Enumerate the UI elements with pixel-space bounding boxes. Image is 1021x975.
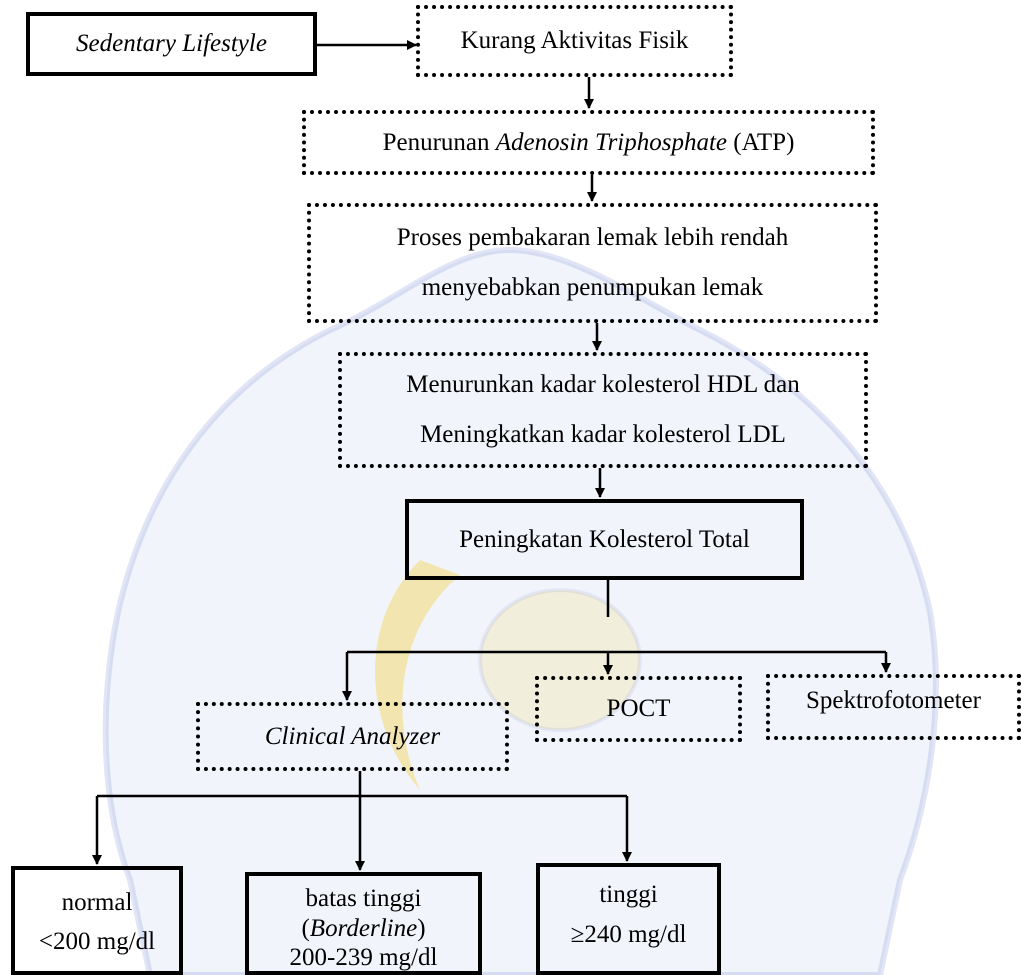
- node-kurang-aktivitas: Kurang Aktivitas Fisik: [416, 5, 733, 77]
- node-clinical-analyzer: Clinical Analyzer: [196, 702, 509, 771]
- node-sedentary-lifestyle: Sedentary Lifestyle: [26, 12, 317, 76]
- node-kolesterol-hdl-ldl: Menurunkan kadar kolesterol HDL dan Meni…: [338, 352, 868, 468]
- node-atp-text: Penurunan Adenosin Triphosphate (ATP): [382, 128, 795, 156]
- node-proses-pembakaran: Proses pembakaran lemak lebih rendah men…: [307, 203, 878, 323]
- node-result-borderline: batas tinggi (Borderline) 200-239 mg/dl: [245, 872, 482, 975]
- node-spektrofotometer: Spektrofotometer: [766, 674, 1021, 740]
- node-tinggi-label: tinggi: [599, 881, 658, 908]
- node-hdl-line: Menurunkan kadar kolesterol HDL dan: [406, 371, 800, 398]
- node-pembakaran-line1: Proses pembakaran lemak lebih rendah: [396, 224, 789, 251]
- node-result-normal: normal <200 mg/dl: [11, 866, 183, 975]
- node-poct: POCT: [535, 676, 742, 742]
- node-borderline-label: batas tinggi: [305, 885, 422, 912]
- node-sedentary-text: Sedentary Lifestyle: [76, 30, 267, 57]
- watermark-crescent: [375, 560, 460, 790]
- node-pembakaran-line2: menyebabkan penumpukan lemak: [421, 274, 764, 301]
- watermark-shield: [102, 246, 939, 975]
- node-peningkatan-kolesterol: Peningkatan Kolesterol Total: [405, 499, 804, 580]
- node-normal-range: <200 mg/dl: [38, 927, 156, 955]
- node-tinggi-range: ≥240 mg/dl: [570, 921, 687, 948]
- node-borderline-range: 200-239 mg/dl: [289, 944, 438, 971]
- node-ldl-line: Meningkatkan kadar kolesterol LDL: [420, 421, 786, 448]
- node-clinical-analyzer-text: Clinical Analyzer: [264, 722, 441, 750]
- node-kurang-aktivitas-text: Kurang Aktivitas Fisik: [460, 27, 689, 54]
- node-poct-text: POCT: [606, 695, 671, 722]
- node-normal-label: normal: [61, 889, 133, 916]
- node-penurunan-atp: Penurunan Adenosin Triphosphate (ATP): [302, 110, 875, 175]
- node-peningkatan-text: Peningkatan Kolesterol Total: [459, 525, 750, 553]
- node-result-tinggi: tinggi ≥240 mg/dl: [536, 863, 721, 975]
- watermark-emblem: [478, 588, 642, 732]
- node-borderline-term: (Borderline): [301, 914, 426, 942]
- node-spektrofotometer-text: Spektrofotometer: [806, 687, 981, 714]
